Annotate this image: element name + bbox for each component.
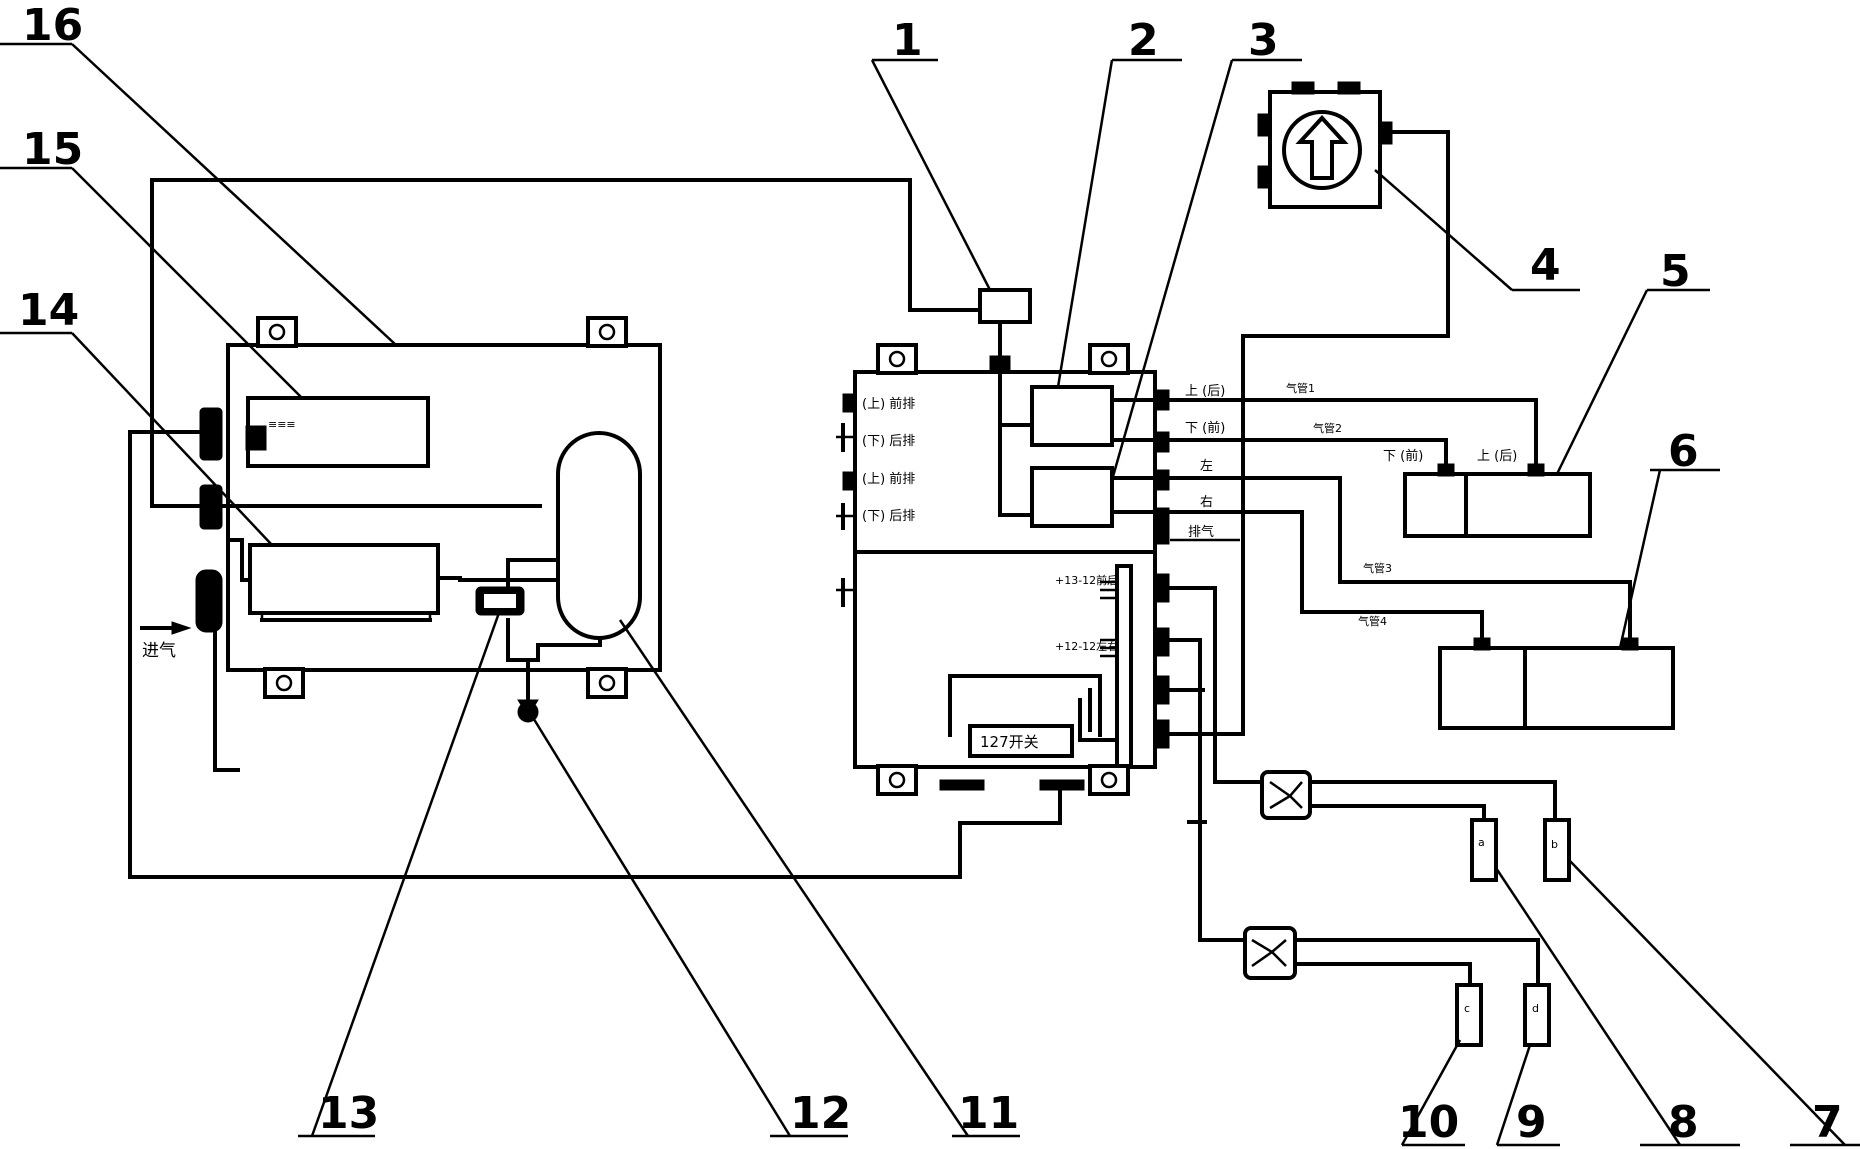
signal-2-label: +12-12左右 bbox=[1055, 639, 1118, 653]
solenoid-valve-2 bbox=[1030, 385, 1114, 447]
sensor-a-label: a bbox=[1478, 836, 1485, 849]
mounting-lugs bbox=[256, 316, 628, 699]
callout-13: 13 bbox=[318, 1088, 379, 1139]
port-up-rear-label: 上 (后) bbox=[1185, 384, 1225, 399]
callout-10: 10 bbox=[1398, 1097, 1459, 1148]
callout-12: 12 bbox=[790, 1088, 851, 1139]
callout-4: 4 bbox=[1530, 240, 1561, 291]
port-exhaust-label: 排气 bbox=[1188, 524, 1214, 540]
callout-11: 11 bbox=[958, 1088, 1019, 1139]
exhaust-rear-down-label-2: (下) 后排 bbox=[862, 509, 915, 524]
signal-1-label: +13-12前后 bbox=[1055, 573, 1118, 587]
inlet-filter bbox=[195, 569, 223, 633]
controller-connector bbox=[245, 425, 267, 451]
port-left-label: 左 bbox=[1200, 459, 1213, 474]
cabinet-bottom-fitting bbox=[939, 779, 985, 791]
port-exhaust bbox=[1154, 527, 1170, 545]
port-left bbox=[1154, 469, 1170, 491]
junction-block-1 bbox=[1260, 770, 1312, 820]
compressor-unit: ≡≡≡ 进气 bbox=[140, 316, 662, 772]
compressor-body bbox=[248, 543, 440, 615]
port-right bbox=[1154, 507, 1170, 529]
cyl5-up-rear-label: 上 (后) bbox=[1477, 449, 1517, 464]
cylinder-5-body bbox=[1403, 472, 1592, 538]
connector-c bbox=[1154, 675, 1170, 705]
pipe-4-label: 气管4 bbox=[1358, 614, 1387, 628]
callout-2: 2 bbox=[1128, 15, 1159, 66]
connector-d bbox=[1154, 719, 1170, 749]
air-tank bbox=[556, 431, 642, 640]
callout-8: 8 bbox=[1668, 1097, 1699, 1148]
callout-7: 7 bbox=[1812, 1097, 1843, 1148]
callout-9: 9 bbox=[1516, 1097, 1547, 1148]
sensor-b bbox=[1543, 818, 1571, 882]
sensor-c-label: c bbox=[1464, 1002, 1470, 1015]
pipe-1-label: 气管1 bbox=[1286, 381, 1315, 395]
exhaust-front-up-label: (上) 前排 bbox=[862, 396, 915, 412]
selector-arrow-icon bbox=[1295, 115, 1349, 180]
sensor-a bbox=[1470, 818, 1498, 882]
port-down-front-label: 下 (前) bbox=[1185, 420, 1225, 436]
sensor-d-label: d bbox=[1532, 1002, 1539, 1015]
exhaust-port-3 bbox=[842, 471, 856, 491]
gauge-mark-label: ≡≡≡ bbox=[268, 418, 296, 431]
callout-3: 3 bbox=[1248, 15, 1279, 66]
callout-14: 14 bbox=[18, 285, 79, 336]
cylinder-5: 下 (前) 上 (后) bbox=[1383, 448, 1592, 538]
pressure-controller bbox=[246, 396, 430, 468]
inlet-label: 进气 bbox=[142, 641, 176, 661]
terminal-strip bbox=[1115, 564, 1133, 768]
cabinet-bottom-fitting-2 bbox=[1039, 779, 1085, 791]
main-piping bbox=[128, 178, 1062, 879]
cyl5-down-front-label: 下 (前) bbox=[1383, 448, 1423, 464]
sensor-d bbox=[1523, 983, 1551, 1047]
switch-127-label: 127开关 bbox=[980, 733, 1039, 751]
air-lines: 气管1 气管2 气管3 气管4 bbox=[1167, 381, 1632, 645]
pipe-3-label: 气管3 bbox=[1363, 561, 1392, 575]
port-up-rear bbox=[1154, 389, 1170, 411]
exhaust-front-up-label-2: (上) 前排 bbox=[862, 471, 915, 487]
sensor-b-label: b bbox=[1551, 838, 1558, 851]
exhaust-rear-down-label: (下) 后排 bbox=[862, 434, 915, 449]
control-cabinet: (上) 前排 (下) 后排 (上) 前排 (下) 后排 上 (后) 下 (前) … bbox=[836, 343, 1240, 796]
cylinder-6-body bbox=[1438, 646, 1675, 730]
callout-5: 5 bbox=[1660, 246, 1691, 297]
selector-valve-4 bbox=[1241, 81, 1450, 736]
exhaust-port-1 bbox=[842, 393, 856, 413]
sensor-c bbox=[1455, 983, 1483, 1047]
callout-1: 1 bbox=[892, 15, 923, 66]
regulator-1 bbox=[978, 288, 1032, 324]
callout-15: 15 bbox=[22, 124, 83, 175]
callout-16: 16 bbox=[22, 0, 83, 51]
connector-b bbox=[1154, 627, 1170, 657]
terminal-wires bbox=[1100, 580, 1117, 658]
regulator-1-fitting bbox=[989, 355, 1011, 371]
port-right-label: 右 bbox=[1200, 495, 1213, 510]
pipe-2-label: 气管2 bbox=[1313, 421, 1342, 435]
connector-a bbox=[1154, 573, 1170, 603]
callout-6: 6 bbox=[1668, 426, 1699, 477]
port-down-front bbox=[1154, 431, 1170, 453]
sensor-lines: a b c d bbox=[1167, 586, 1571, 1047]
cylinder-6 bbox=[1438, 637, 1675, 730]
switch-127-box bbox=[968, 724, 1074, 758]
solenoid-valve-3 bbox=[1030, 466, 1114, 528]
